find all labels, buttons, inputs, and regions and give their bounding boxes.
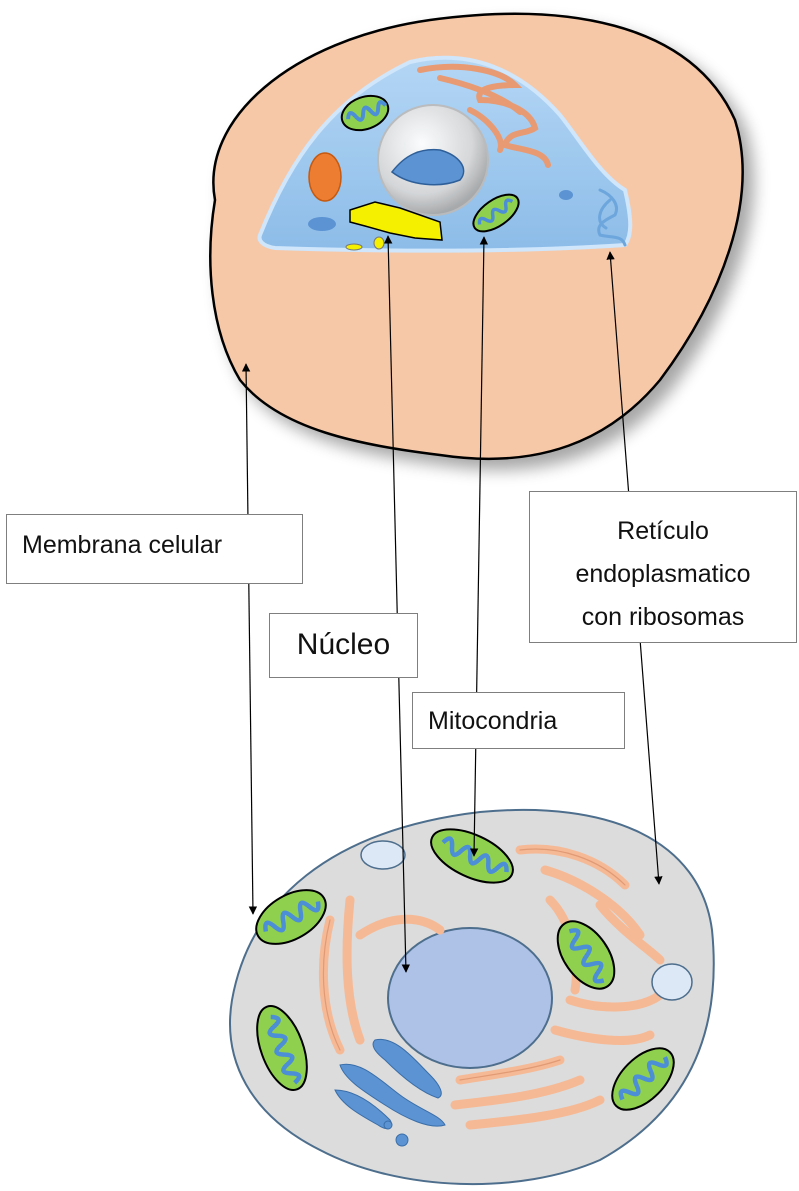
label-mitocondria: Mitocondria (412, 692, 625, 749)
bottom-golgi (334, 1038, 446, 1147)
top-nucleolus (390, 148, 465, 186)
top-vesicle-orange (308, 152, 342, 202)
bottom-mitochondrion-5 (611, 1047, 675, 1111)
top-mitochondrion-1 (340, 94, 390, 132)
bottom-nucleus (387, 927, 553, 1069)
label-membrana-celular: Membrana celular (6, 514, 303, 584)
top-cell-3d (209, 12, 744, 461)
label-reticulo-line-3: con ribosomas (581, 603, 745, 631)
arrow-mitocondria (469, 236, 489, 857)
label-reticulo: Retículo endoplasmatico con ribosomas (529, 491, 797, 643)
label-membrana-text: Membrana celular (22, 531, 223, 559)
bottom-vesicle-1 (360, 840, 406, 870)
top-centriole (349, 201, 443, 241)
top-vesicle-small (559, 190, 573, 200)
label-mitocondria-text: Mitocondria (428, 707, 558, 735)
top-er-right (597, 188, 627, 247)
arrow-nucleo (383, 235, 411, 973)
top-mitochondrion-2 (472, 193, 520, 233)
bottom-mitochondrion-3 (556, 920, 616, 990)
top-er (417, 63, 551, 168)
bottom-mitochondrion-4 (256, 1005, 308, 1091)
bottom-cell-2d (229, 808, 715, 1186)
label-nucleo-text: Núcleo (296, 628, 391, 661)
label-nucleo: Núcleo (269, 613, 418, 678)
label-reticulo-line-1: Retículo (617, 517, 709, 545)
arrow-membrana (241, 363, 258, 915)
bottom-vesicle-2 (651, 963, 693, 1001)
top-vesicle-blue (308, 217, 336, 231)
bottom-mitochondrion-1 (255, 889, 327, 945)
label-reticulo-line-2: endoplasmatico (575, 560, 751, 588)
